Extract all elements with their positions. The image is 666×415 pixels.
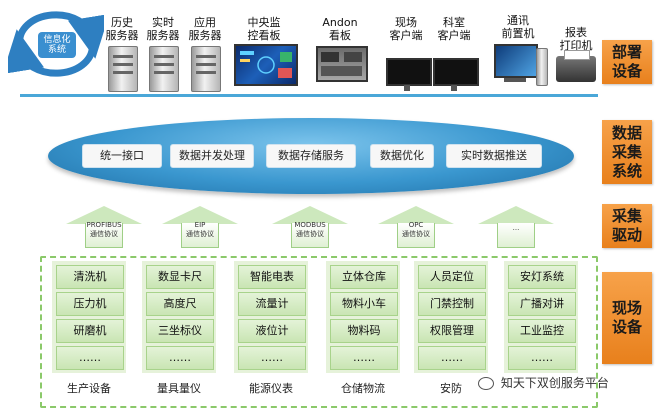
watermark: 知天下双创服务平台: [478, 374, 609, 391]
field-column-title: 量具量仪: [157, 382, 201, 395]
field-item: 流量计: [238, 292, 306, 316]
protocol-sub: 通信协议: [186, 230, 214, 238]
field-column-title: 能源仪表: [249, 382, 293, 395]
protocol-sub: 通信协议: [90, 230, 118, 238]
field-item: 高度尺: [146, 292, 214, 316]
field-item: 压力机: [56, 292, 124, 316]
field-column-measuring: 数显卡尺 高度尺 三坐标仪 ……: [142, 261, 216, 373]
protocol-sub: 通信协议: [296, 230, 324, 238]
device-label-realtime-server: 实时 服务器: [146, 16, 180, 42]
monitor-icon: [386, 58, 432, 86]
field-item: ……: [146, 346, 214, 370]
field-item: 液位计: [238, 319, 306, 343]
field-item: 立体仓库: [330, 265, 398, 289]
field-item: 广播对讲: [508, 292, 576, 316]
device-label-app-server: 应用 服务器: [188, 16, 222, 42]
device-label-comm-server: 通讯 前置机: [501, 14, 535, 40]
side-label-collection-driver: 采集 驱动: [602, 204, 652, 248]
device-label-history-server: 历史 服务器: [105, 16, 139, 42]
field-item: ……: [238, 346, 306, 370]
network-bus-line: [20, 94, 598, 97]
side-label-deploy-devices: 部署 设备: [602, 40, 652, 84]
field-column-title: 安防: [440, 382, 462, 395]
field-item: 研磨机: [56, 319, 124, 343]
side-label-data-collection: 数据 采集 系统: [602, 120, 652, 184]
device-label-andon-board: Andon 看板: [322, 16, 358, 42]
protocol-name: EIP: [194, 221, 206, 229]
watermark-text: 知天下双创服务平台: [500, 376, 609, 390]
collect-item-storage-service: 数据存储服务: [266, 144, 356, 168]
field-item: 三坐标仪: [146, 319, 214, 343]
protocol-name: ...: [512, 224, 520, 232]
pc-tower-icon: [536, 48, 548, 86]
protocol-name: OPC: [408, 221, 424, 229]
field-column-production: 清洗机 压力机 研磨机 ……: [52, 261, 126, 373]
field-item: ……: [56, 346, 124, 370]
field-item: 智能电表: [238, 265, 306, 289]
field-column-energy: 智能电表 流量计 液位计 ……: [234, 261, 308, 373]
side-label-field-devices: 现场 设备: [602, 272, 652, 364]
info-system-cycle: 信息化 系统: [2, 8, 110, 80]
protocol-name: PROFIBUS: [86, 221, 122, 229]
server-icon: [149, 46, 179, 92]
field-devices-frame: [40, 256, 598, 408]
field-column-security: 人员定位 门禁控制 权限管理 ……: [414, 261, 488, 373]
protocol-sub: 通信协议: [402, 230, 430, 238]
dashboard-screen-icon: [234, 44, 298, 86]
field-column-title: 仓储物流: [341, 382, 385, 395]
field-item: 物料小车: [330, 292, 398, 316]
cycle-arrows-icon: [2, 11, 110, 77]
field-item: ……: [418, 346, 486, 370]
collect-item-realtime-push: 实时数据推送: [446, 144, 542, 168]
protocol-arrow-more: ...: [478, 206, 554, 248]
device-label-lab-client: 科室 客户端: [437, 16, 471, 42]
field-item: 人员定位: [418, 265, 486, 289]
printer-icon: [556, 50, 596, 82]
field-item: 门禁控制: [418, 292, 486, 316]
device-label-report-printer: 报表 打印机: [559, 26, 593, 52]
field-column-title: 生产设备: [67, 382, 111, 395]
field-item: 安灯系统: [508, 265, 576, 289]
workstation-icon: [494, 44, 538, 78]
server-icon: [108, 46, 138, 92]
collect-item-unified-interface: 统一接口: [82, 144, 162, 168]
field-item: 物料码: [330, 319, 398, 343]
monitor-icon: [433, 58, 479, 86]
field-item: 权限管理: [418, 319, 486, 343]
field-item: 工业监控: [508, 319, 576, 343]
andon-board-icon: [316, 46, 368, 82]
protocol-name: MODBUS: [294, 221, 326, 229]
field-column-warehouse: 立体仓库 物料小车 物料码 ……: [326, 261, 400, 373]
field-item: ……: [508, 346, 576, 370]
wechat-icon: [478, 377, 494, 390]
device-label-site-client: 现场 客户端: [389, 16, 423, 42]
collect-item-concurrent-processing: 数据并发处理: [170, 144, 254, 168]
field-item: ……: [330, 346, 398, 370]
collect-item-optimization: 数据优化: [370, 144, 434, 168]
field-item: 清洗机: [56, 265, 124, 289]
device-label-central-board: 中央监 控看板: [247, 16, 281, 42]
server-icon: [191, 46, 221, 92]
field-item: 数显卡尺: [146, 265, 214, 289]
cycle-label: 信息化 系统: [43, 35, 71, 55]
field-column-andon: 安灯系统 广播对讲 工业监控 ……: [504, 261, 578, 373]
